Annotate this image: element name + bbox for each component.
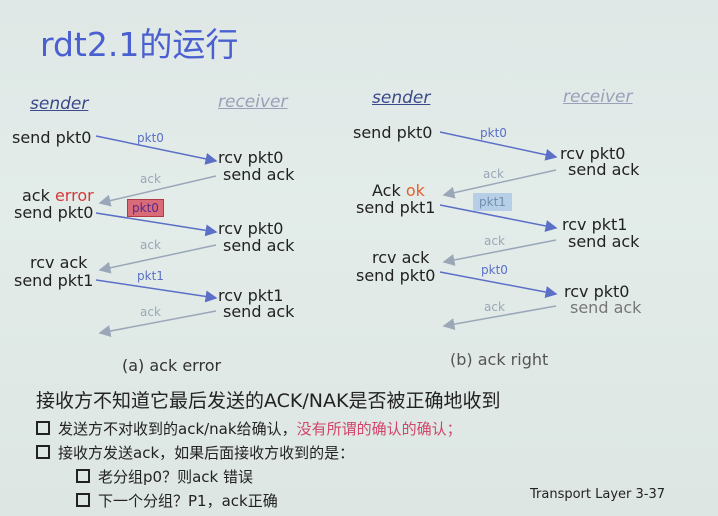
checkbox-square-icon (76, 469, 90, 483)
left-sender-label: sender (30, 94, 89, 114)
left-rcv-pkt1: rcv pkt1 (218, 286, 284, 305)
right-caption: (b) ack right (450, 350, 549, 369)
right-rcv-ack: rcv ack (372, 248, 430, 267)
right-ack-arrow-3 (442, 305, 557, 331)
left-send-pkt0: send pkt0 (12, 128, 92, 147)
right-rcv-pkt0: rcv pkt0 (560, 144, 626, 163)
right-rcv-pkt0-2: rcv pkt0 (564, 282, 630, 301)
left-msg-ack-3: ack (140, 305, 161, 319)
left-send-ack-3: send ack (223, 302, 295, 321)
left-caption: (a) ack error (122, 356, 222, 375)
bullet-4: 下一个分组？P1，ack正确 (76, 490, 278, 511)
right-msg-ack-3: ack (484, 300, 505, 314)
left-pkt1-arrow (95, 279, 218, 303)
left-receiver-label: receiver (218, 92, 288, 112)
right-ack-arrow-1 (442, 169, 557, 199)
left-ack-arrow-3 (98, 310, 217, 337)
left-msg-pkt1: pkt1 (137, 269, 164, 283)
left-ack-arrow-2 (98, 244, 217, 274)
right-pkt0-arrow-2 (439, 271, 558, 298)
right-msg-pkt0-2: pkt0 (481, 263, 508, 277)
left-ack-arrow-1 (98, 175, 217, 207)
bullet-2: 接收方发送ack，如果后面接收方收到的是： (36, 442, 354, 463)
left-msg-pkt0: pkt0 (137, 131, 164, 145)
right-pkt0-arrow (439, 131, 558, 161)
checkbox-square-icon (76, 493, 90, 507)
left-send-ack-2: send ack (223, 236, 295, 255)
left-pkt0-resend-arrow (95, 212, 218, 237)
right-ack-ok: Ack ok (372, 181, 425, 200)
left-send-pkt0-resend: send pkt0 (14, 203, 94, 222)
left-ack-error: ack error (22, 186, 94, 205)
right-msg-ack-2: ack (484, 234, 505, 248)
left-rcv-pkt0-2: rcv pkt0 (218, 219, 284, 238)
right-send-ack-3: send ack (570, 298, 642, 317)
right-sender-label: sender (372, 88, 431, 108)
left-rcv-pkt0: rcv pkt0 (218, 148, 284, 167)
bullet-3: 老分组p0？则ack 错误 (76, 466, 253, 487)
left-rcv-ack: rcv ack (30, 253, 88, 272)
left-pkt0-arrow (95, 135, 218, 165)
right-rcv-pkt1: rcv pkt1 (562, 215, 628, 234)
right-send-pkt0-2: send pkt0 (356, 266, 436, 285)
right-msg-pkt0: pkt0 (480, 126, 507, 140)
right-send-ack-1: send ack (568, 160, 640, 179)
right-send-ack-2: send ack (568, 232, 640, 251)
left-msg-ack-1: ack (140, 172, 161, 186)
main-statement: 接收方不知道它最后发送的ACK/NAK是否被正确地收到 (36, 390, 501, 412)
right-msg-ack-1: ack (483, 167, 504, 181)
right-receiver-label: receiver (563, 87, 633, 107)
right-ack-arrow-2 (442, 239, 557, 266)
right-pkt1-arrow (439, 204, 558, 232)
left-msg-ack-2: ack (140, 238, 161, 252)
right-send-pkt1: send pkt1 (356, 198, 436, 217)
left-send-ack-1: send ack (223, 165, 295, 184)
left-msg-pkt0-dup: pkt0 (127, 199, 164, 217)
left-send-pkt1: send pkt1 (14, 271, 94, 290)
right-send-pkt0: send pkt0 (353, 123, 433, 142)
checkbox-square-icon (36, 445, 50, 459)
slide-footer: Transport Layer 3-37 (530, 487, 666, 502)
bullet-1: 发送方不对收到的ack/nak给确认，没有所谓的确认的确认； (36, 418, 462, 439)
checkbox-square-icon (36, 421, 50, 435)
right-msg-pkt1: pkt1 (473, 193, 512, 211)
slide-title: rdt2.1的运行 (40, 25, 239, 64)
